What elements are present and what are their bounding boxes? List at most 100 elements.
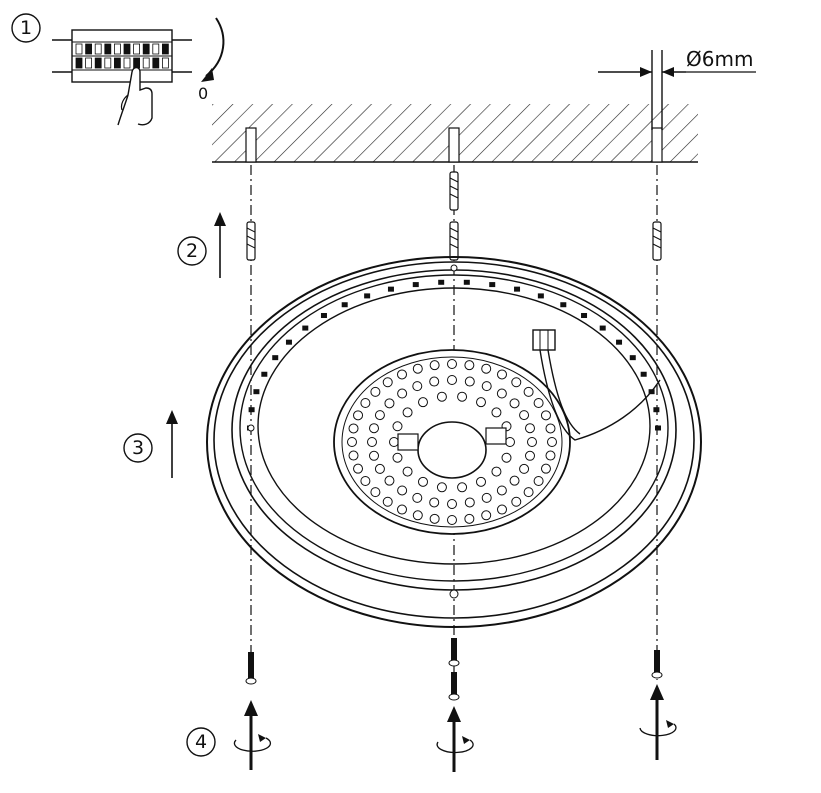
module-led [547,437,557,447]
breaker-switch [75,57,83,69]
module-led [412,510,423,521]
breaker-switch [94,57,102,69]
module-led [347,437,357,447]
ceiling [212,104,698,163]
module-led [402,407,413,418]
ring-led [302,325,309,331]
ring-led [655,425,661,431]
module-led [509,475,520,486]
wall-plug-center-top [449,171,459,211]
breaker-switch [133,57,141,69]
step3-number: 3 [131,437,145,459]
ring-led [364,293,371,299]
module-led [533,476,544,486]
ring-led [489,282,496,288]
breaker-off-label: 0 [198,84,209,103]
module-led [519,410,530,421]
module-led [481,363,492,374]
ring-led [581,313,588,319]
breaker-switch [133,43,141,55]
module-led [509,398,520,409]
module-led [511,377,522,388]
module-led [392,421,403,432]
module-led [481,381,492,392]
module-led [374,410,385,421]
module-led [367,437,377,447]
module-led [533,398,544,408]
module-led [524,450,535,461]
module-led [389,437,399,447]
module-led [397,504,407,515]
module-led [369,450,380,461]
module-led [370,487,381,498]
breaker-switch [114,57,121,69]
module-led [360,476,371,486]
breaker-switch [123,57,131,69]
module-led [464,497,475,508]
drill-diameter-label: Ø6mm [686,47,754,71]
breaker-switch [123,43,131,55]
module-led [464,360,475,371]
module-led [397,369,407,380]
module-led [457,391,468,402]
module-led [496,388,507,399]
module-led [412,381,423,392]
wall-plug-right [652,221,662,261]
hand-icon [117,66,153,126]
up-arrow-icon-step4-center [436,706,474,772]
ring-led [560,302,567,308]
module-led [353,410,364,421]
ring-led [514,286,521,292]
drill-bit [598,50,756,130]
module-led [476,476,486,487]
ring-led [272,355,279,361]
breaker-switch [161,57,169,69]
module-led [397,388,408,399]
module-led [501,452,512,463]
screw-center-1 [448,638,460,667]
module-led [418,476,428,487]
ring-led [320,313,327,319]
module-led [429,513,440,524]
module-led [540,463,551,474]
breaker-switch [85,57,92,69]
up-arrow-icon-step4-left [233,700,272,770]
ring-led [253,389,260,395]
module-led [523,487,534,498]
module-led [464,376,475,387]
step4-number: 4 [194,731,208,753]
module-led [464,513,475,524]
ceiling-lamp [206,256,702,628]
up-arrow-icon-step4-right [639,684,677,760]
module-led [447,359,457,369]
module-led [429,497,440,508]
module-led [481,510,492,521]
breaker-switch [75,43,83,55]
module-led [447,499,457,509]
terminal-block [532,329,556,351]
module-led [505,437,515,447]
module-led [476,397,486,408]
module-led [491,407,502,418]
breaker-switch [161,43,169,55]
module-led [540,410,551,421]
ring-led [248,407,255,413]
circuit-breaker-panel [52,29,192,83]
ring-led [629,355,636,361]
ring-led [616,339,623,345]
module-led [497,369,507,380]
module-led [527,437,537,447]
up-arrow-icon-step2 [214,212,226,278]
module-led [545,450,556,461]
module-led [360,398,371,408]
module-led [447,375,457,385]
module-led [374,463,385,474]
module-led [545,423,556,434]
breaker-switch [142,43,150,55]
step1-number: 1 [19,17,33,39]
module-led [412,492,423,503]
ring-led [599,325,606,331]
mount-hole-left [247,424,255,432]
breaker-switch [104,43,112,55]
module-led [348,450,359,461]
